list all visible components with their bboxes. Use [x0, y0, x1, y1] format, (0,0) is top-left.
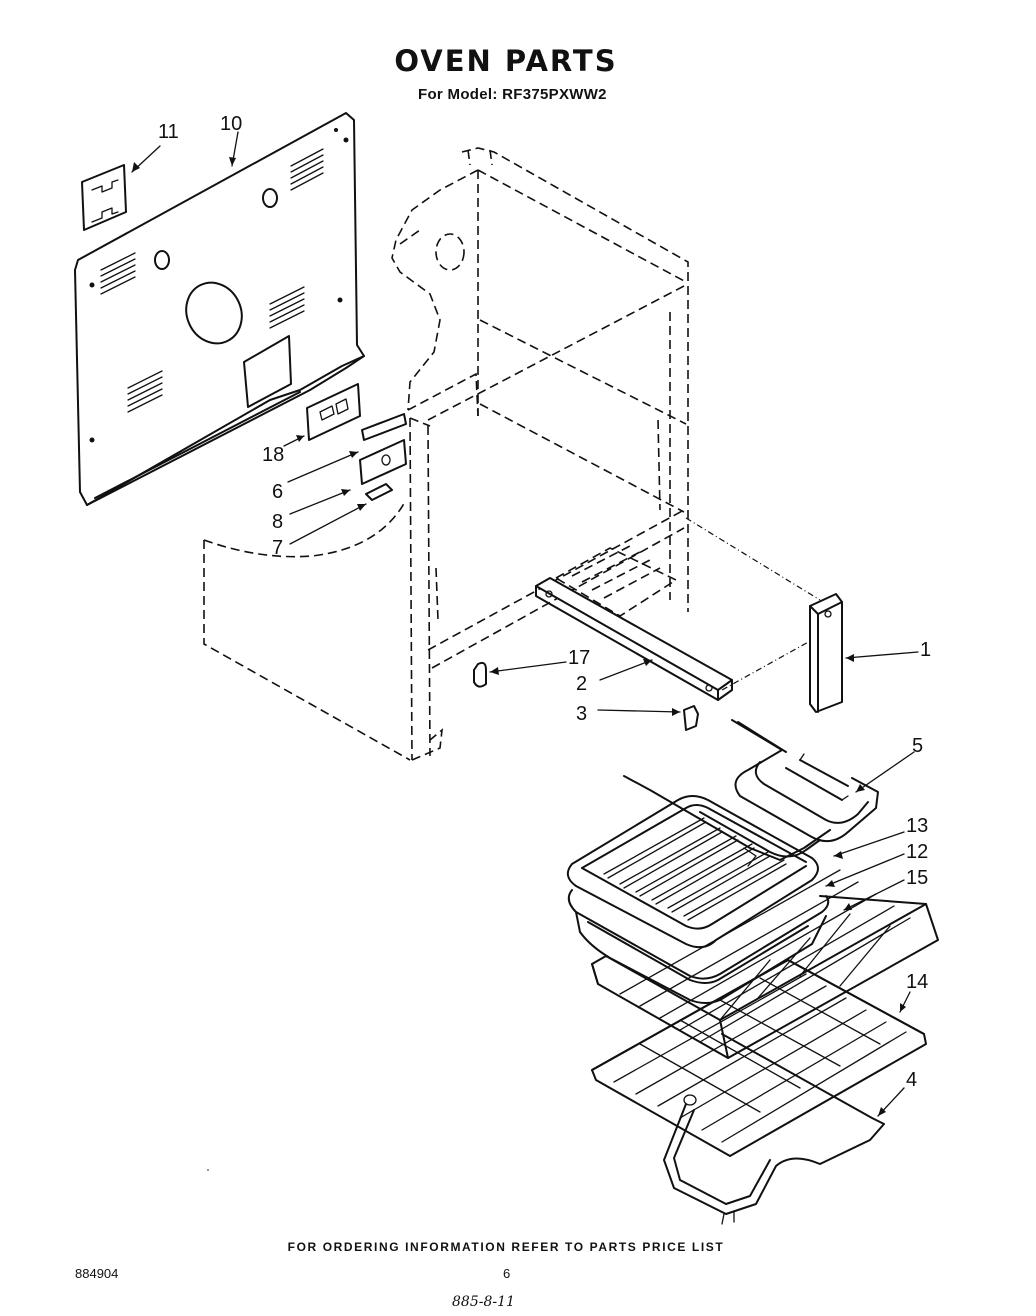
callout-2: 2 [576, 673, 587, 695]
part-10-rear-panel [74, 112, 365, 506]
callout-15: 15 [906, 867, 928, 889]
callout-labels: 11 10 18 6 8 7 1 17 2 3 5 13 12 15 14 4 [158, 113, 931, 1091]
part-17-clip [473, 661, 487, 688]
part-5-broil-element [731, 719, 879, 843]
model-line: For Model: RF375PXWW2 [418, 86, 607, 103]
page-title: OVEN PARTS [394, 44, 618, 78]
callout-12: 12 [906, 841, 928, 863]
page-number: 6 [503, 1266, 511, 1281]
callout-8: 8 [272, 511, 283, 533]
part-8-clip [365, 483, 393, 501]
oven-cabinet-outline [203, 147, 821, 761]
callout-11: 11 [158, 121, 179, 143]
callout-14: 14 [906, 971, 928, 993]
part-14-oven-rack [591, 959, 927, 1157]
document-number: 884904 [75, 1266, 119, 1281]
part-18-bracket [306, 383, 361, 441]
callout-5: 5 [912, 735, 923, 757]
callout-leaders [131, 131, 919, 1117]
callout-3: 3 [576, 703, 587, 725]
callout-18: 18 [262, 444, 284, 466]
handwritten-note: 885-8-11 [452, 1294, 515, 1310]
callout-7: 7 [272, 537, 283, 559]
callout-17: 17 [568, 647, 590, 669]
ordering-footer: FOR ORDERING INFORMATION REFER TO PARTS … [287, 1240, 725, 1254]
part-11-bracket [81, 164, 127, 231]
part-15-oven-rack [591, 869, 939, 1059]
part-12-broiler-pan [567, 889, 830, 1004]
callout-4: 4 [906, 1069, 917, 1091]
part-13-broiler-grid [566, 775, 831, 949]
part-3-clip [683, 705, 699, 731]
part-1-side-cover [809, 593, 843, 713]
callout-1: 1 [920, 639, 931, 661]
callout-6: 6 [272, 481, 283, 503]
callout-13: 13 [906, 815, 928, 837]
part-6-bracket [359, 413, 407, 485]
part-4-bake-element [663, 1033, 885, 1225]
callout-10: 10 [220, 113, 242, 135]
part-2-rail [535, 577, 733, 701]
